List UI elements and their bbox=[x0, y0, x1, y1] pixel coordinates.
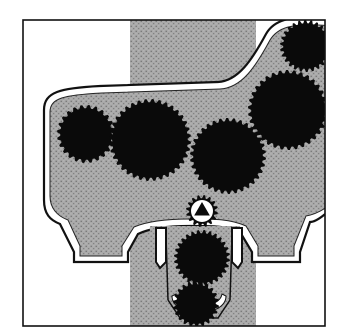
gear-lower bbox=[174, 230, 230, 286]
right-bearing bbox=[232, 228, 242, 268]
gear-left-large bbox=[109, 99, 191, 181]
left-bearing bbox=[156, 228, 166, 268]
